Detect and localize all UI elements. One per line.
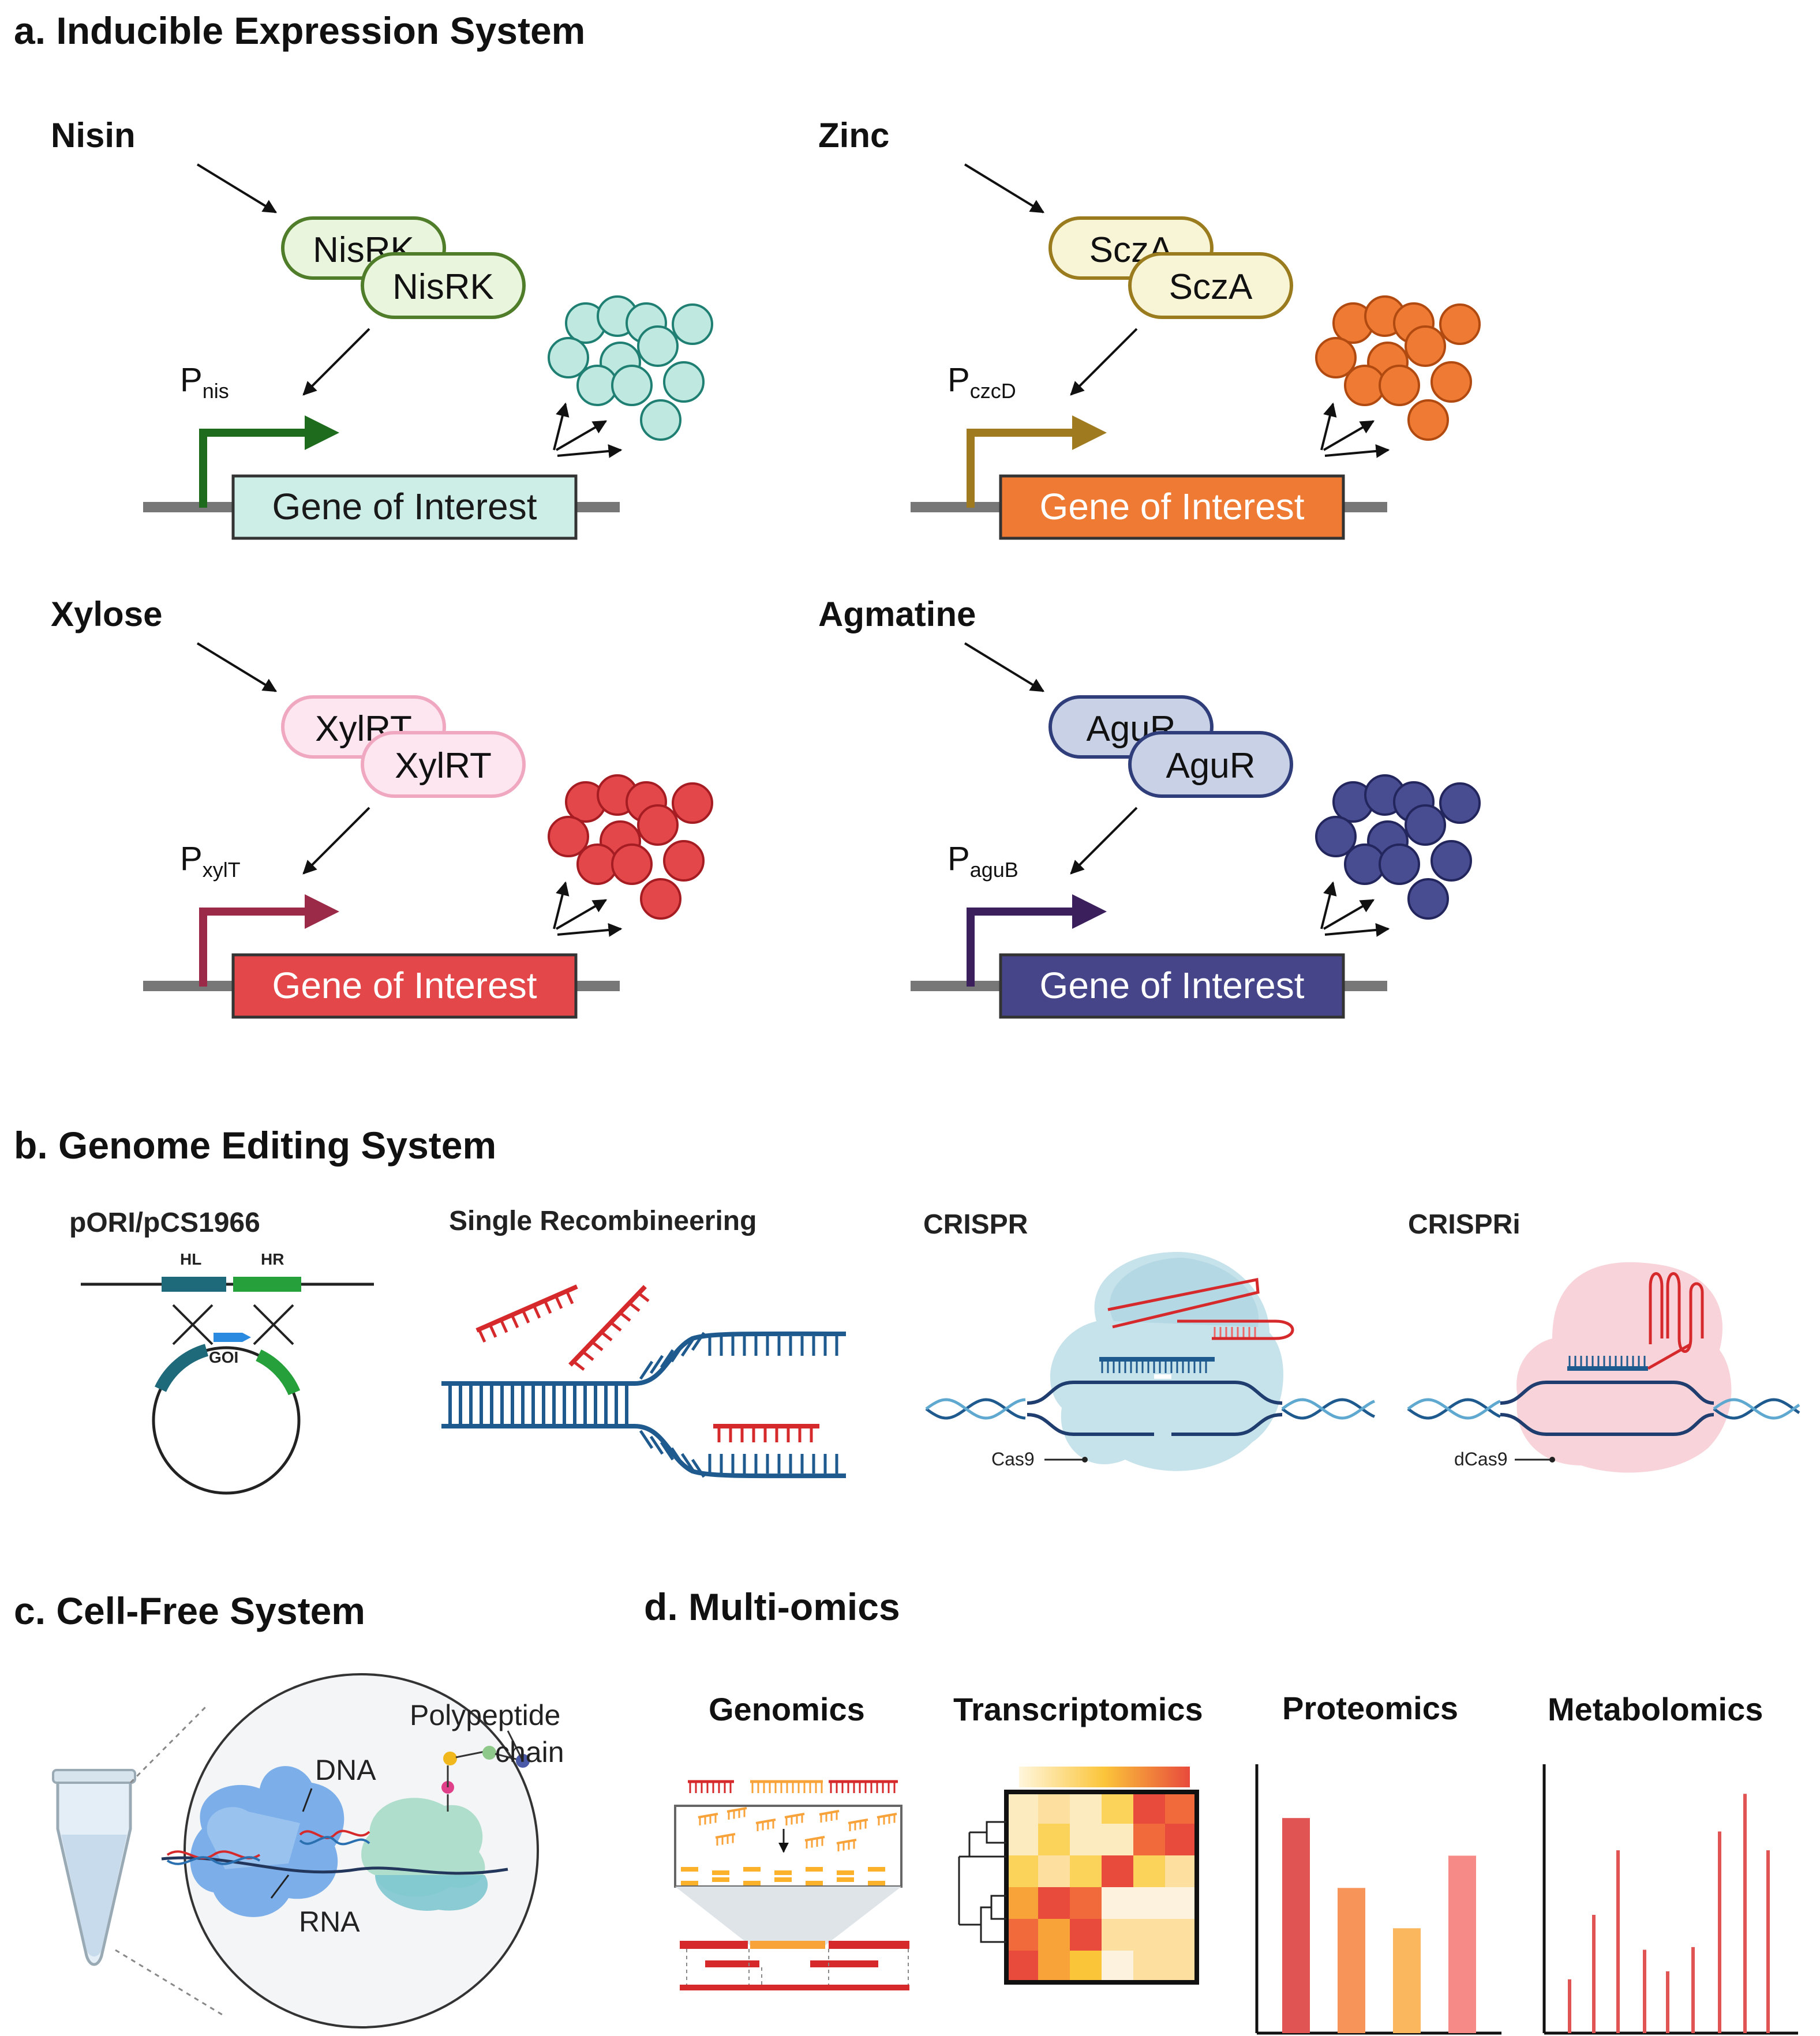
regulator-label: SczA xyxy=(1169,267,1253,307)
section-a-title: a. Inducible Expression System xyxy=(14,9,585,52)
pori-title: pORI/pCS1966 xyxy=(69,1208,260,1238)
dcas9-label: dCas9 xyxy=(1454,1449,1508,1469)
dna-label: DNA xyxy=(315,1754,376,1786)
metabolomics-title: Metabolomics xyxy=(1548,1691,1763,1727)
crispri-title: CRISPRi xyxy=(1408,1209,1521,1240)
cas9-label: Cas9 xyxy=(991,1449,1035,1469)
promoter-label: PxylT xyxy=(180,840,241,882)
proteomics-bar xyxy=(1393,1928,1421,2033)
proteomics-bar-chart xyxy=(1255,1764,1501,2035)
heatmap-dendrogram xyxy=(958,1821,1006,1943)
chain-label: chain xyxy=(495,1736,564,1768)
promoter-label: PaguB xyxy=(948,840,1018,882)
hr-label: HR xyxy=(261,1250,284,1268)
proteomics-bar xyxy=(1338,1888,1365,2033)
inducer-label: Nisin xyxy=(51,116,136,155)
metabolomics-spectrum xyxy=(1542,1764,1798,2035)
gene-label: Gene of Interest xyxy=(272,965,537,1006)
regulator-label: AguR xyxy=(1166,746,1255,786)
section-b-title: b. Genome Editing System xyxy=(14,1124,496,1167)
crispr-diagram: CRISPR Cas9 xyxy=(923,1209,1376,1471)
proteomics-title: Proteomics xyxy=(1282,1690,1458,1726)
pori-diagram: pORI/pCS1966 HL HR GOI xyxy=(69,1208,374,1495)
polypeptide-label: Polypeptide xyxy=(410,1699,560,1731)
transcriptomics-heatmap xyxy=(1004,1790,1199,1985)
section-c-title: c. Cell-Free System xyxy=(14,1589,365,1632)
inducer-label: Xylose xyxy=(51,595,162,633)
goi-label: GOI xyxy=(209,1348,238,1366)
genomics-title: Genomics xyxy=(709,1691,865,1727)
promoter-label: PczcD xyxy=(948,361,1016,403)
transcriptomics-title: Transcriptomics xyxy=(953,1691,1203,1727)
regulator-label: NisRK xyxy=(392,267,494,307)
transcriptomics-color-scale xyxy=(1019,1767,1190,1787)
rna-label: RNA xyxy=(299,1906,360,1938)
proteomics-bar xyxy=(1282,1818,1310,2033)
section-d-title: d. Multi-omics xyxy=(644,1585,900,1628)
genomics-illustration xyxy=(674,1780,909,1990)
recombineering-diagram: Single Recombineering xyxy=(441,1206,847,1479)
crispr-title: CRISPR xyxy=(923,1209,1028,1240)
gene-label: Gene of Interest xyxy=(1040,486,1305,527)
gene-label: Gene of Interest xyxy=(272,486,537,527)
crispri-diagram: CRISPRi dCas9 xyxy=(1407,1209,1800,1473)
gene-label: Gene of Interest xyxy=(1040,965,1305,1006)
proteomics-bar xyxy=(1448,1855,1476,2033)
hl-label: HL xyxy=(180,1250,201,1268)
regulator-label: XylRT xyxy=(395,746,492,786)
inducer-label: Zinc xyxy=(818,116,889,155)
promoter-label: Pnis xyxy=(180,361,229,403)
inducer-label: Agmatine xyxy=(818,595,976,633)
recombineering-title: Single Recombineering xyxy=(449,1206,757,1236)
cell-free-diagram: DNA RNA Polypeptide chain xyxy=(52,1673,564,2028)
